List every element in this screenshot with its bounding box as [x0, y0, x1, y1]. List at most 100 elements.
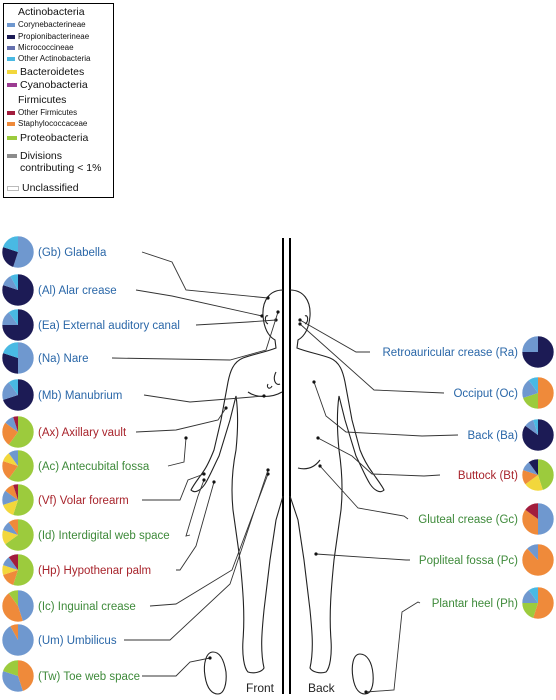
leader-left-7 [142, 473, 205, 501]
pie-left-0 [1, 235, 35, 269]
pie-slice-other-actinobacteria [528, 587, 538, 603]
site-marker-dot [266, 468, 270, 472]
pie-slice-corynebacterineae [2, 490, 19, 505]
site-marker-dot [212, 480, 216, 484]
legend-item-corynebacterineae: Corynebacterineae [7, 20, 86, 29]
pie-slice-staphylococcaceae [2, 593, 23, 622]
site-marker-dot [202, 478, 206, 482]
legend-label: Other Firmicutes [18, 108, 78, 117]
pie-outline [1, 378, 35, 412]
pie-left-8 [1, 518, 35, 552]
site-marker-dot [314, 552, 318, 556]
pie-slice-other-actinobacteria [10, 274, 18, 290]
back-caption: Back [308, 681, 336, 695]
legend: Actinobacteria Corynebacterineae Propion… [3, 3, 114, 198]
legend-label: Propionibacterineae [18, 32, 90, 41]
site-marker-dot [184, 436, 188, 440]
site-label: (Ax) Axillary vault [38, 427, 127, 439]
pie-outline [1, 623, 35, 657]
legend-swatch [7, 83, 17, 87]
legend-label: Unclassified [22, 182, 79, 194]
site-marker-dot [262, 394, 266, 398]
site-labels: (Gb) Glabella(Al) Alar crease(Ea) Extern… [38, 247, 518, 683]
pie-slice-staphylococcaceae [5, 484, 19, 500]
site-marker-dot [202, 472, 206, 476]
legend-item-unclassified: Unclassified [7, 182, 79, 194]
pie-left-5 [1, 415, 35, 449]
site-marker-dot [266, 296, 270, 300]
pie-left-12 [1, 659, 35, 693]
pie-left-10 [1, 589, 35, 623]
pie-slice-other-actinobacteria [8, 309, 18, 325]
site-label: Buttock (Bt) [458, 470, 518, 482]
pie-slice-corynebacterineae [522, 590, 538, 603]
legend-swatch [7, 70, 17, 74]
pie-slice-proteobacteria [8, 450, 35, 482]
pie-slice-other-actinobacteria [533, 419, 538, 435]
site-label: (Um) Umbilicus [38, 635, 117, 647]
pie-slice-bacteroidetes [2, 530, 18, 545]
leader-left-1 [135, 289, 263, 317]
pie-slice-corynebacterineae [2, 382, 18, 400]
site-label: (Ea) External auditory canal [38, 320, 180, 332]
pie-right-5 [521, 543, 555, 577]
body-front-outline [190, 289, 284, 674]
front-caption: Front [246, 681, 275, 695]
site-marker-dot [298, 322, 302, 326]
pie-slice-proteobacteria [538, 459, 555, 491]
pie-outline [1, 659, 35, 693]
pie-right-6 [521, 586, 555, 620]
pie-left-11 [1, 623, 35, 657]
pie-outline [1, 483, 35, 517]
pie-slice-other-actinobacteria [2, 341, 19, 358]
site-label: (Mb) Manubrium [38, 390, 122, 402]
leader-left-8 [185, 479, 205, 537]
pie-outline [1, 341, 35, 375]
pie-slice-proteobacteria [13, 484, 34, 517]
legend-label: Proteobacteria [20, 132, 89, 144]
pie-slice-proteobacteria [5, 519, 35, 551]
leader-left-11 [124, 469, 269, 641]
legend-divisions-line1: Divisions [20, 150, 63, 162]
leader-left-6 [167, 437, 187, 467]
pie-slice-bacteroidetes [2, 500, 19, 516]
pie-slice-corynebacterineae [1, 624, 34, 656]
site-label: Retroauricular crease (Ra) [383, 347, 519, 359]
site-label: (Vf) Volar forearm [38, 495, 129, 507]
pie-slice-corynebacterineae [2, 522, 19, 535]
pie-outline [1, 415, 35, 449]
pie-slice-bacteroidetes [525, 475, 543, 491]
leader-left-0 [141, 251, 269, 299]
leader-right-3 [317, 437, 441, 477]
legend-label: Bacteroidetes [20, 66, 85, 78]
pie-outline [521, 376, 555, 410]
site-marker-dot [318, 464, 322, 468]
pie-outline [1, 273, 35, 307]
site-marker-dot [224, 406, 228, 410]
pie-outline [1, 235, 35, 269]
pie-outline [521, 418, 555, 452]
pie-slice-other-firmicutes [13, 484, 18, 500]
site-label: Gluteal crease (Gc) [418, 514, 518, 526]
pie-slice-corynebacterineae [527, 544, 538, 560]
pie-slice-propionibacterineae [522, 419, 555, 451]
leader-right-2 [313, 381, 459, 437]
site-marker-dot [208, 656, 212, 660]
pie-slice-corynebacterineae [2, 312, 18, 325]
legend-item-staphylococcaceae: Staphylococcaceae [7, 119, 87, 128]
pie-slice-corynebacterineae [8, 450, 18, 466]
leader-right-5 [315, 553, 410, 561]
site-marker-dot [364, 690, 368, 694]
legend-item-other-firmicutes: Other Firmicutes [7, 108, 77, 117]
pie-slice-staphylococcaceae [533, 587, 554, 619]
foot-back [351, 653, 374, 695]
pie-right-0 [521, 335, 555, 369]
pie-slice-proteobacteria [522, 603, 538, 619]
pie-outline [521, 586, 555, 620]
site-label: Popliteal fossa (Pc) [419, 555, 518, 567]
pie-slice-corynebacterineae [538, 503, 554, 535]
site-label: (Id) Interdigital web space [38, 530, 170, 542]
pie-left-1 [1, 273, 35, 307]
pie-slice-corynebacterineae [2, 275, 19, 290]
